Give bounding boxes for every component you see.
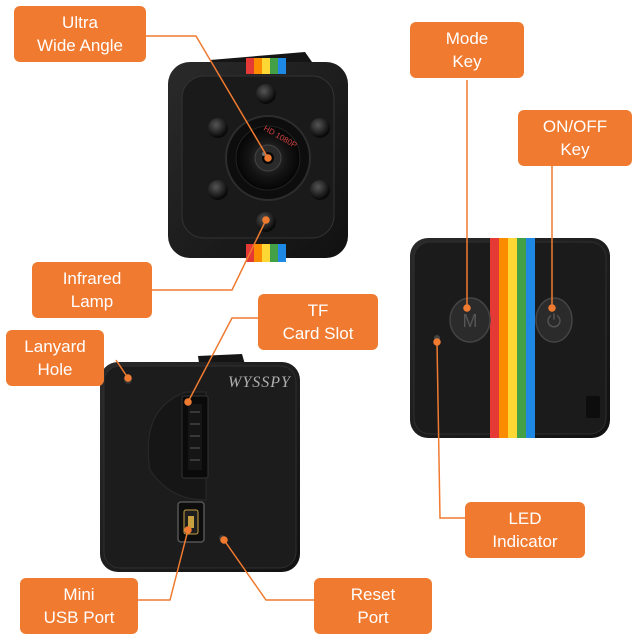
- mode-key-letter: M: [463, 311, 478, 331]
- watermark: WYSSPY: [228, 374, 291, 391]
- camera-back-view: M ⏻: [410, 238, 610, 438]
- power-icon: ⏻: [547, 311, 561, 332]
- label-led-indicator: LED Indicator: [465, 502, 585, 558]
- camera-side-view: [100, 354, 300, 572]
- rainbow-stripe-back: [490, 238, 535, 438]
- label-infrared-lamp: Infrared Lamp: [32, 262, 152, 318]
- rainbow-stripe-bottom: [246, 244, 286, 262]
- mini-usb-port: [177, 501, 205, 543]
- camera-front-view: HD 1080P: [168, 52, 348, 262]
- label-lanyard-hole: Lanyard Hole: [6, 330, 104, 386]
- label-reset-port: Reset Port: [314, 578, 432, 634]
- label-ultra-wide-angle: Ultra Wide Angle: [14, 6, 146, 62]
- label-mode-key: Mode Key: [410, 22, 524, 78]
- label-mini-usb-port: Mini USB Port: [20, 578, 138, 634]
- label-on-off-key: ON/OFF Key: [518, 110, 632, 166]
- mode-key-button[interactable]: M: [449, 297, 491, 343]
- callout-lines: [115, 35, 556, 601]
- label-tf-card-slot: TF Card Slot: [258, 294, 378, 350]
- wide-angle-lens: HD 1080P: [225, 115, 311, 201]
- tf-card-slot: [181, 395, 209, 479]
- on-off-key-button[interactable]: ⏻: [535, 297, 573, 343]
- rainbow-stripe-top: [246, 58, 286, 74]
